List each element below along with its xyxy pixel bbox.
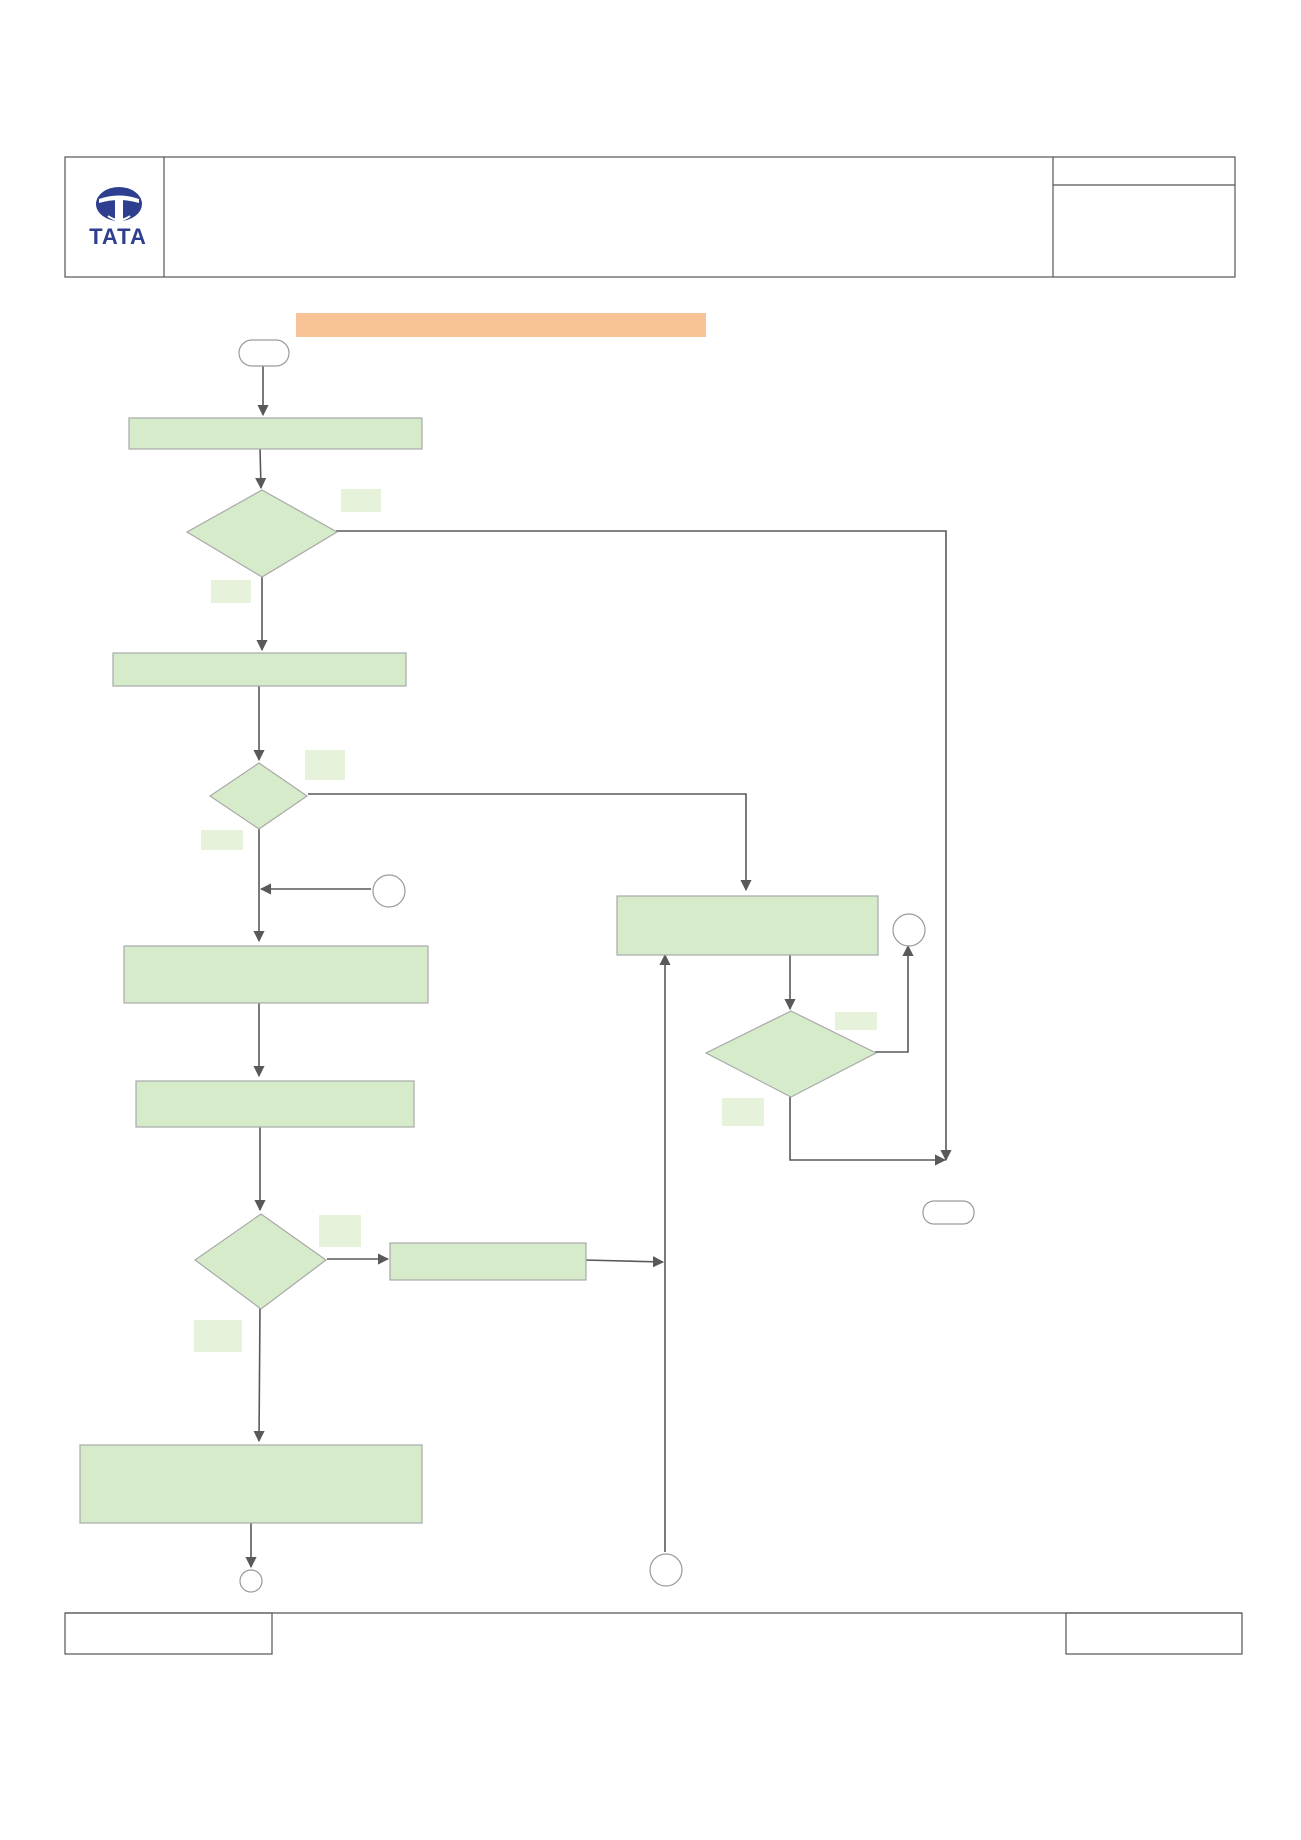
- footer-right-box: [1065, 1612, 1243, 1655]
- tata-logo-wordmark: TATA: [89, 224, 147, 249]
- process-2: [112, 652, 407, 687]
- process-5: [389, 1242, 587, 1281]
- connector-c: [892, 913, 926, 947]
- process-1: [128, 417, 423, 450]
- branch-label-d3-down: [194, 1320, 242, 1352]
- title-highlight-bar: [296, 313, 706, 337]
- connector-d: [239, 1569, 263, 1593]
- decision-1: [185, 489, 339, 578]
- branch-label-d1-down: [211, 580, 251, 603]
- branch-label-d2-right: [305, 750, 345, 780]
- footer-left-box: [64, 1612, 273, 1655]
- branch-labels: [194, 489, 877, 1352]
- tata-logo: TATA: [89, 187, 147, 249]
- connector-a: [372, 874, 406, 908]
- header-frame: [64, 156, 1236, 278]
- branch-label-d4-down: [722, 1098, 764, 1126]
- arrow-decision-3-to-process-7: [253, 1306, 265, 1443]
- connector-b: [649, 1553, 683, 1587]
- flow-shapes: [79, 339, 975, 1593]
- decision-3: [193, 1213, 328, 1310]
- arrow-decision-4-to-end: [789, 1096, 947, 1166]
- tata-logo-mark: [96, 187, 142, 222]
- branch-label-d2-down: [201, 830, 243, 850]
- arrow-decision-1-to-end: [336, 530, 952, 1162]
- arrow-process-1-to-decision-1: [255, 447, 267, 490]
- branch-label-d3-right: [319, 1215, 361, 1247]
- end-terminator: [922, 1200, 975, 1225]
- document-footer: [64, 1612, 1243, 1655]
- decision-4: [704, 1010, 878, 1098]
- arrow-decision-4-to-connector-c: [875, 944, 914, 1053]
- arrow-process-5-to-return-line: [583, 1256, 665, 1268]
- process-4: [135, 1080, 415, 1128]
- arrow-decision-2-to-process-6: [308, 793, 752, 892]
- branch-label-d4-right: [835, 1012, 877, 1030]
- process-6: [616, 895, 879, 956]
- process-3: [123, 945, 429, 1004]
- decision-2: [208, 762, 309, 830]
- document-header: TATA: [64, 156, 1236, 278]
- branch-label-d1-right: [341, 489, 381, 512]
- flow-connectors: [245, 366, 952, 1569]
- process-7: [79, 1444, 423, 1524]
- start-terminator: [238, 339, 290, 367]
